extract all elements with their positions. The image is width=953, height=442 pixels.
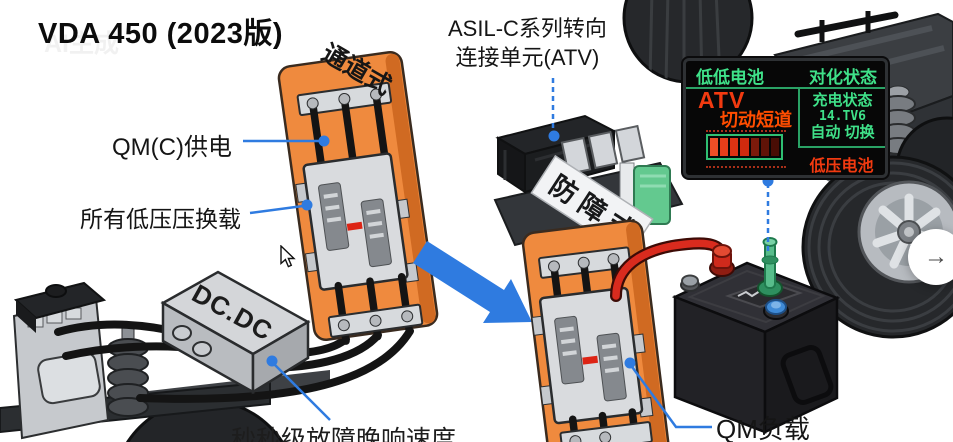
charge-title: 充电状态 <box>812 92 873 109</box>
asil-line1: ASIL-C系列转向 <box>448 16 607 41</box>
fuse-modules <box>560 124 646 176</box>
charge-mode: 自动 切换 <box>810 124 875 141</box>
callout-qm-supply: QM(C)供电 <box>112 134 232 161</box>
relay-panel-1 <box>277 51 439 345</box>
display-battery-status: 低低电池 <box>696 68 764 87</box>
callout-dcdc-caption: 秒秒级放障晚响速度 <box>231 426 457 442</box>
mouse-cursor-icon <box>280 245 296 268</box>
green-canister <box>633 165 671 225</box>
transition-arrow <box>413 241 532 323</box>
gauge-segment <box>740 138 749 156</box>
red-indicator <box>582 355 599 365</box>
arrow-right-icon: → <box>924 243 948 270</box>
dashboard-display: 低低电池 对化状态 ATV 切动短道 充电状态 14.TV6 自动 切换 低压电… <box>683 58 888 178</box>
callout-asil-unit: ASIL-C系列转向 连接单元(ATV) <box>448 14 607 72</box>
gauge-segment <box>710 138 719 156</box>
dcdc-converter: DC.DC <box>160 270 311 395</box>
gauge-segment <box>750 138 759 156</box>
battery-gauge <box>706 134 783 160</box>
display-atv-label: ATV <box>698 87 746 113</box>
next-slide-button[interactable]: → <box>908 229 953 285</box>
gauge-segment <box>770 138 779 156</box>
gauge-segment <box>760 138 769 156</box>
red-indicator <box>346 221 363 231</box>
display-atv-action: 切动短道 <box>720 110 792 130</box>
battery-handle <box>780 345 834 405</box>
gauge-dots-bottom <box>706 166 786 168</box>
callout-qm-load: QM负载 <box>716 414 810 442</box>
charge-status-box: 充电状态 14.TV6 自动 切换 <box>798 89 885 148</box>
relay-device-1 <box>302 152 409 291</box>
green-sensor-post <box>757 237 783 297</box>
suspension-spring <box>880 85 916 155</box>
callout-low-voltage-loads: 所有低压压换载 <box>80 206 241 232</box>
positive-terminal <box>709 244 735 277</box>
ai-watermark: AI生成 <box>44 30 120 58</box>
display-pairing-status: 对化状态 <box>809 68 877 87</box>
battery <box>671 237 841 434</box>
gauge-dots-top <box>706 130 786 132</box>
page-title: VDA 450 (2023版) <box>38 18 283 50</box>
roll-bar <box>794 11 899 38</box>
gauge-segment <box>720 138 729 156</box>
display-header: 低低电池 对化状态 <box>686 61 885 89</box>
red-cable <box>610 237 729 302</box>
asil-line2: 连接单元(ATV) <box>455 45 600 70</box>
callout-dots <box>266 130 774 369</box>
gauge-segment <box>730 138 739 156</box>
display-lv-battery: 低压电池 <box>809 158 874 175</box>
relay-panel-2 <box>521 219 671 442</box>
relay-device-2 <box>538 286 644 425</box>
callout-lines <box>243 78 770 429</box>
charge-voltage: 14.TV6 <box>819 109 866 124</box>
